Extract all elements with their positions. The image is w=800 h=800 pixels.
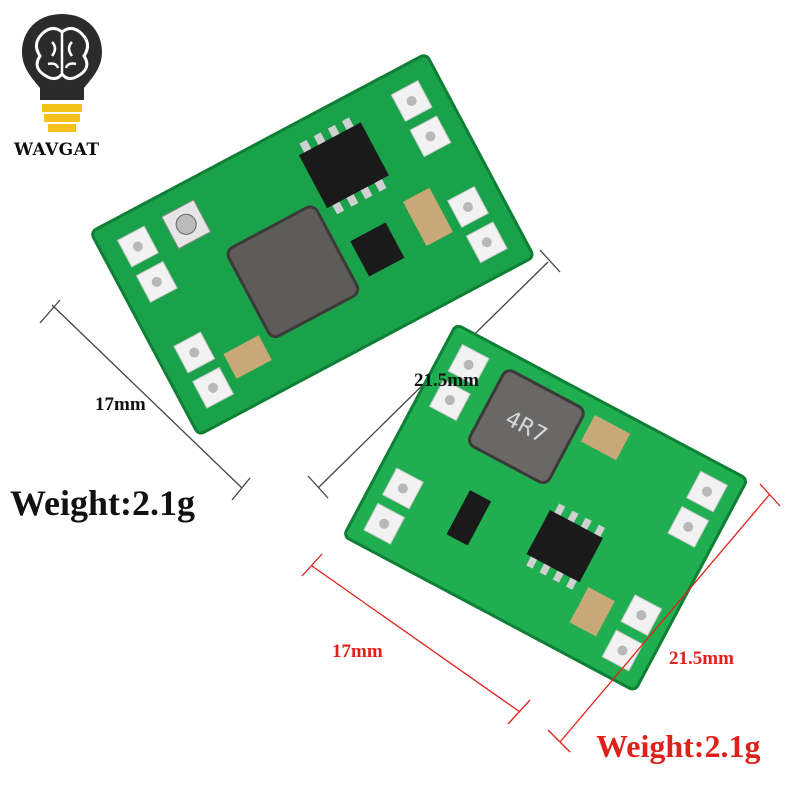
board-bottom: 4R7 bbox=[344, 324, 747, 691]
board-top bbox=[91, 54, 534, 435]
bottom-board-weight-label: Weight:2.1g bbox=[596, 728, 761, 764]
brand-logo bbox=[12, 8, 112, 178]
lightbulb-brain-icon bbox=[22, 14, 102, 132]
brand-name: WAVGAT bbox=[14, 140, 100, 160]
top-board-weight-label: Weight:2.1g bbox=[10, 483, 195, 523]
top-board-length-label: 21.5mm bbox=[414, 370, 479, 391]
top-board-width-label: 17mm bbox=[95, 394, 146, 415]
bottom-board-width-label: 17mm bbox=[332, 641, 383, 662]
bottom-board-length-label: 21.5mm bbox=[669, 648, 734, 669]
